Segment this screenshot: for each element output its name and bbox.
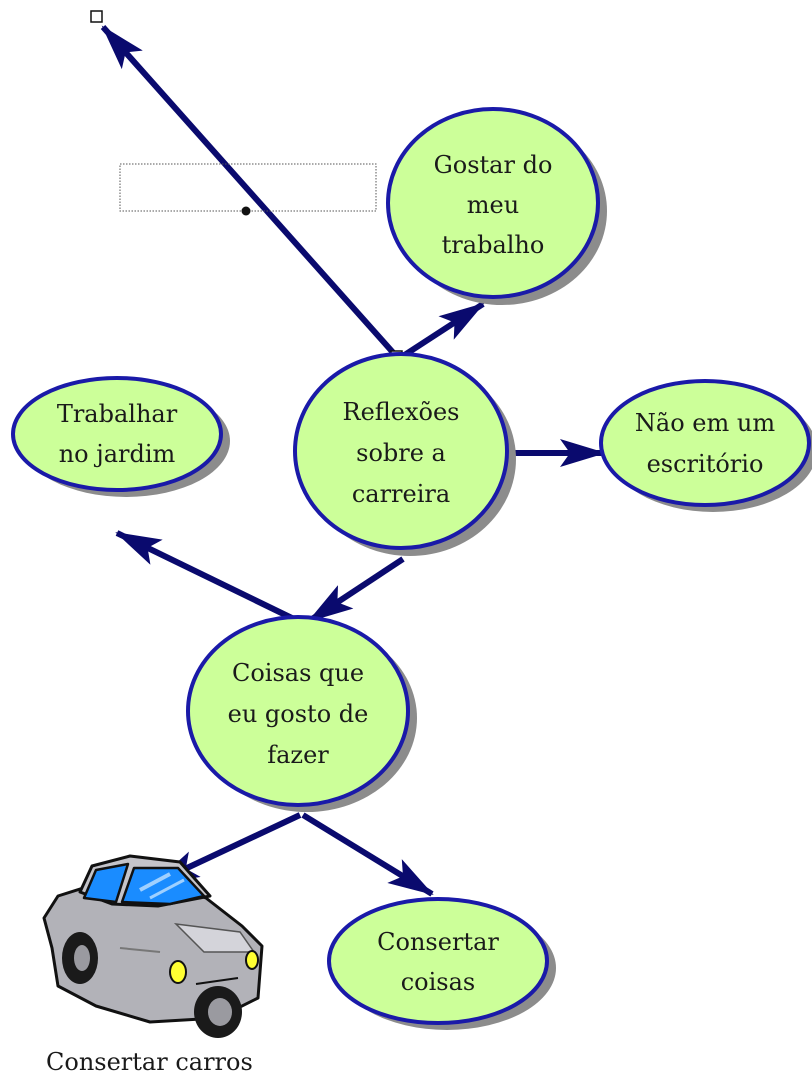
node-trabalhar-line-2: no jardim [59,440,176,468]
node-trabalhar[interactable]: Trabalhar no jardim [11,376,230,497]
node-gostar-line-1: Gostar do [434,151,553,179]
node-consertar-coisas-line-2: coisas [401,968,476,996]
node-consertar-coisas-line-1: Consertar [377,928,499,956]
arrow-central-to-coisas [307,556,405,624]
node-central-line-1: Reflexões [343,398,460,426]
node-coisas-line-1: Coisas que [232,659,364,687]
node-consertar-coisas[interactable]: Consertar coisas [327,897,556,1030]
node-trabalhar-line-1: Trabalhar [57,400,178,428]
node-coisas-line-2: eu gosto de [228,700,369,728]
node-gostar-line-3: trabalho [442,231,545,259]
connectors [100,25,606,897]
node-gostar-line-2: meu [467,191,519,219]
connector-end-handle[interactable] [90,10,103,23]
arrow-coisas-to-consertar-coisas [301,812,434,897]
arrow-central-to-gostar [401,301,485,359]
node-central[interactable]: Reflexões sobre a carreira [293,352,516,556]
node-central-line-2: sobre a [356,439,446,467]
selected-text-box[interactable] [119,163,377,212]
arrow-central-to-top-handle[interactable] [100,25,400,359]
node-nao-escritorio-line-2: escritório [647,450,764,478]
node-coisas[interactable]: Coisas que eu gosto de fazer [186,615,417,812]
node-gostar[interactable]: Gostar do meu trabalho [386,107,607,305]
node-coisas-line-3: fazer [267,741,329,769]
arrow-coisas-to-trabalhar [115,530,300,624]
node-nao-escritorio-line-1: Não em um [635,409,775,437]
car-icon[interactable] [42,854,264,1038]
car-caption: Consertar carros [46,1048,253,1076]
node-central-line-3: carreira [352,480,450,508]
node-nao-escritorio[interactable]: Não em um escritório [599,379,812,512]
connector-midpoint-handle[interactable] [241,206,251,216]
